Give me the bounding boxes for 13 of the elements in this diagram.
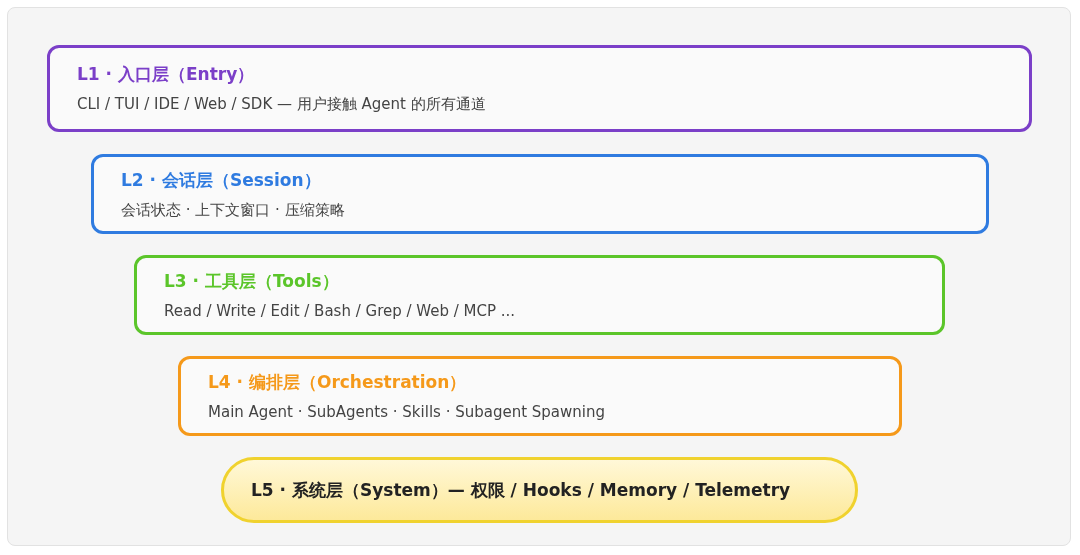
layer-box [47,45,1032,132]
layer-title: L4 · 编排层（Orchestration） [208,370,468,394]
layer-box [134,255,945,335]
layer-title: L2 · 会话层（Session） [121,168,322,192]
layer-description: 会话状态 · 上下文窗口 · 压缩策略 [121,199,346,221]
layer-description: CLI / TUI / IDE / Web / SDK — 用户接触 Agent 的所有通道 [77,94,487,115]
layer-title: L5 · 系统层（System）— 权限 / Hooks / Memory / Telemetry [251,479,792,502]
layer-title: L1 · 入口层（Entry） [77,63,256,86]
layer-title: L3 · 工具层（Tools） [164,269,340,293]
layer-description: Read / Write / Edit / Bash / Grep / Web / MCP ... [164,300,517,322]
layer-box [91,154,989,234]
layer-description: Main Agent · SubAgents · Skills · Subagent Spawning [208,401,607,423]
layer-box [178,356,902,436]
